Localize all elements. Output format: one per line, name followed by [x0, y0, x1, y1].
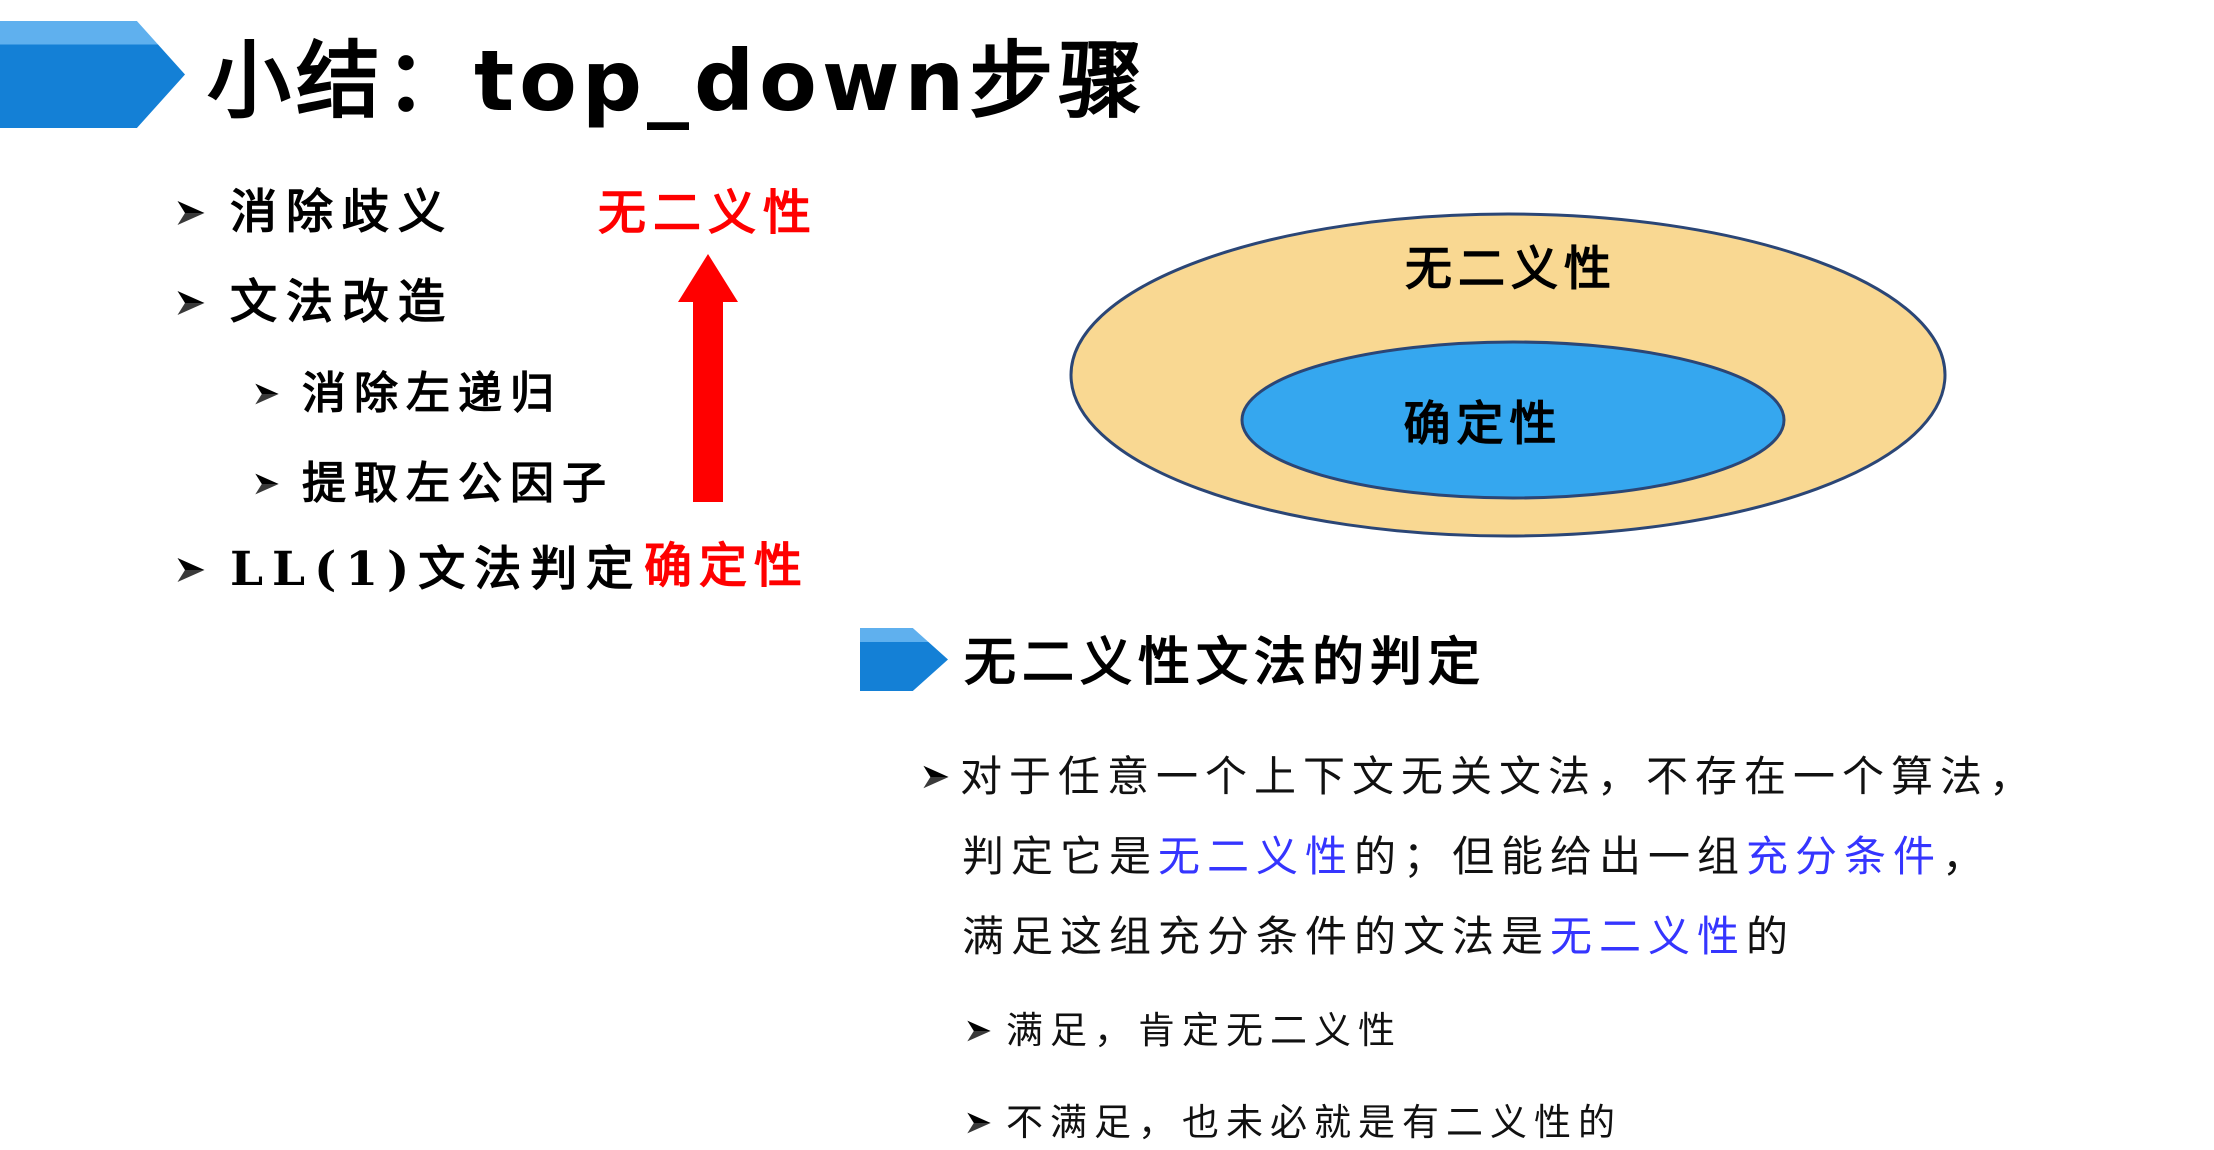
sub-point-not-satisfied: 不满足，也未必就是有二义性的	[966, 1100, 1622, 1146]
step-item-eliminate-ambiguity: 消除歧义	[176, 183, 454, 243]
paragraph-text: 的；但能给出一组	[1354, 832, 1747, 881]
substep-label: 消除左递归	[302, 368, 562, 419]
bullet-arrow-icon	[176, 198, 206, 228]
bullet-arrow-icon	[254, 471, 280, 497]
paragraph-text: 满足这组充分条件的文法是	[962, 912, 1551, 961]
slide-title: 小结：top_down步骤	[207, 32, 1148, 130]
substep-label: 提取左公因子	[302, 458, 614, 509]
bullet-arrow-icon	[176, 555, 206, 585]
sub-point-satisfied: 满足，肯定无二义性	[966, 1008, 1402, 1054]
bullet-arrow-icon	[966, 1110, 992, 1136]
step-label: LL(1)文法判定	[230, 542, 643, 597]
paragraph-text: 的	[1746, 912, 1796, 961]
sub-point-text: 不满足，也未必就是有二义性的	[1006, 1101, 1622, 1144]
highlight-unambiguous: 无二义性	[1158, 832, 1355, 881]
substep-item-eliminate-left-recursion: 消除左递归	[254, 366, 562, 422]
highlight-unambiguous: 无二义性	[1550, 912, 1747, 961]
paragraph-text: 对于任意一个上下文无关文法，不存在一个算法，	[960, 752, 2039, 801]
annotation-top-unambiguous: 无二义性	[598, 185, 819, 241]
step-item-ll1-check: LL(1)文法判定	[176, 540, 642, 600]
annotation-bottom-deterministic: 确定性	[644, 538, 810, 594]
step-label: 文法改造	[230, 275, 454, 330]
highlight-sufficient-conditions: 充分条件	[1746, 832, 1943, 881]
section-title: 无二义性文法的判定	[964, 633, 1487, 693]
venn-outer-label: 无二义性	[1405, 242, 1617, 297]
paragraph-text: 判定它是	[962, 832, 1159, 881]
paragraph-line-2: 判定它是 无二义性 的；但能给出一组 充分条件 ，	[962, 830, 1991, 884]
paragraph-line-1: 对于任意一个上下文无关文法，不存在一个算法，	[922, 750, 2038, 804]
inner-ellipse	[1240, 340, 1786, 500]
bullet-arrow-icon	[966, 1018, 992, 1044]
bullet-arrow-icon	[176, 288, 206, 318]
step-item-grammar-transform: 文法改造	[176, 273, 454, 333]
venn-diagram	[1069, 212, 1947, 538]
sub-point-text: 满足，肯定无二义性	[1006, 1009, 1402, 1052]
section-chevron-banner-icon	[860, 628, 948, 691]
step-label: 消除歧义	[230, 185, 454, 240]
venn-inner-label: 确定性	[1403, 397, 1563, 452]
up-arrow-icon	[678, 254, 738, 502]
bullet-arrow-icon	[922, 763, 950, 791]
paragraph-text: ，	[1942, 832, 1992, 881]
title-chevron-banner-icon	[0, 21, 185, 128]
paragraph-line-3: 满足这组充分条件的文法是 无二义性 的	[962, 910, 1795, 964]
bullet-arrow-icon	[254, 381, 280, 407]
substep-item-left-factoring: 提取左公因子	[254, 456, 614, 512]
